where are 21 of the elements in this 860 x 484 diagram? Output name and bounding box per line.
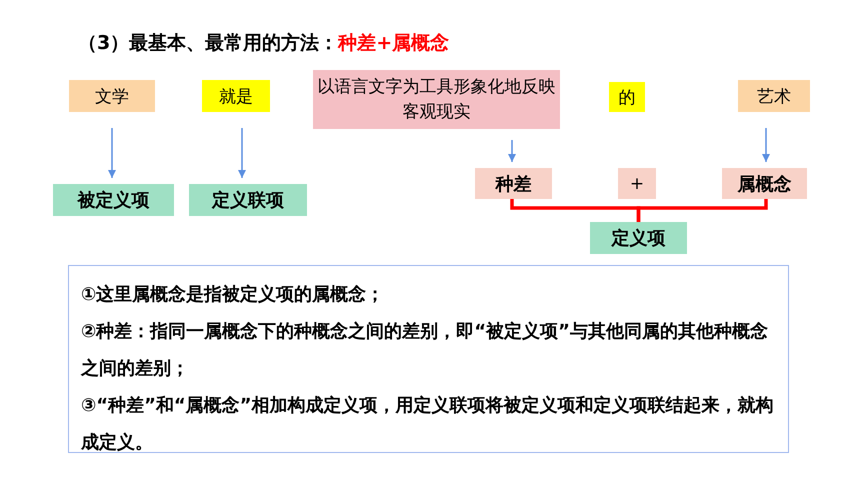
label-box: 就是: [202, 80, 270, 112]
term-box: 定义项: [590, 222, 687, 254]
term-box: 属概念: [722, 168, 807, 199]
arrow: [508, 140, 516, 162]
term-box: 定义联项: [189, 184, 307, 216]
arrow: [238, 128, 246, 178]
heading: （3）最基本、最常用的方法：种差+属概念: [78, 31, 450, 56]
term-box: 种差: [475, 168, 552, 199]
label-box: 的: [609, 82, 645, 112]
text-box: 以语言文字为工具形象化地反映客观现实: [313, 70, 560, 129]
label-box: 文学: [69, 80, 155, 112]
plus-box: +: [618, 168, 656, 199]
term-box: 被定义项: [53, 184, 174, 216]
arrow: [108, 128, 116, 178]
arrow: [762, 128, 770, 162]
label-box: 艺术: [738, 80, 810, 112]
bracket-line: [636, 199, 768, 222]
note-text: ②种差：指同一属概念下的种概念之间的差别，即“被定义项”与其他同属的其他种概念之间的差别；: [81, 320, 769, 381]
note-panel: [68, 265, 789, 453]
note-text: ③“种差”和“属概念”相加构成定义项，用定义联项将被定义项和定义项联结起来，就构成定义。: [81, 394, 775, 455]
note-text: ①这里属概念是指被定义项的属概念；: [81, 283, 386, 307]
